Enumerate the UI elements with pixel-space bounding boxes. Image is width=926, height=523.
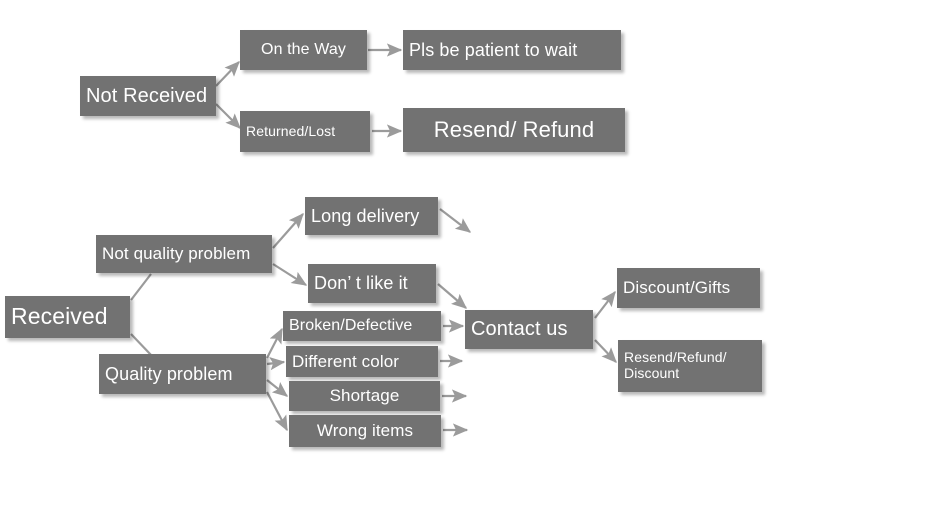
node-wrong-items[interactable]: Wrong items xyxy=(289,415,441,447)
edge-long-delivery-to-contact-us xyxy=(439,208,472,233)
node-quality-problem[interactable]: Quality problem xyxy=(99,354,266,394)
node-received[interactable]: Received xyxy=(5,296,130,338)
node-pls-be-patient[interactable]: Pls be patient to wait xyxy=(403,30,621,70)
node-contact-us[interactable]: Contact us xyxy=(465,310,593,349)
edge-received-to-not-quality xyxy=(130,273,152,301)
edge-quality-problem-to-wrong-items xyxy=(266,391,288,432)
node-not-quality[interactable]: Not quality problem xyxy=(96,235,272,273)
node-different-color[interactable]: Different color xyxy=(286,346,438,377)
node-dont-like-it[interactable]: Don’ t like it xyxy=(308,264,436,303)
node-discount-gifts[interactable]: Discount/Gifts xyxy=(617,268,760,308)
edge-not-received-to-returned-lost xyxy=(215,103,241,129)
edge-contact-us-to-resend-refund-discount xyxy=(594,339,617,363)
edge-received-to-quality-problem xyxy=(130,333,153,357)
edge-quality-problem-to-broken-defective xyxy=(266,327,283,359)
node-on-the-way[interactable]: On the Way xyxy=(240,30,367,70)
edge-contact-us-to-discount-gifts xyxy=(594,290,616,319)
edge-not-received-to-on-the-way xyxy=(215,61,240,87)
edge-quality-problem-to-different-color xyxy=(266,357,286,371)
edge-dont-like-it-to-contact-us xyxy=(437,283,468,309)
edge-not-quality-to-long-delivery xyxy=(272,213,304,249)
node-returned-lost[interactable]: Returned/Lost xyxy=(240,111,370,152)
node-shortage[interactable]: Shortage xyxy=(289,381,440,411)
node-not-received[interactable]: Not Received xyxy=(80,76,216,116)
edge-quality-problem-to-shortage xyxy=(266,379,289,397)
node-resend-refund-discount[interactable]: Resend/Refund/ Discount xyxy=(618,340,762,392)
node-broken-defective[interactable]: Broken/Defective xyxy=(283,311,441,341)
edge-not-quality-to-dont-like-it xyxy=(272,263,308,286)
node-long-delivery[interactable]: Long delivery xyxy=(305,197,438,235)
node-resend-refund[interactable]: Resend/ Refund xyxy=(403,108,625,152)
